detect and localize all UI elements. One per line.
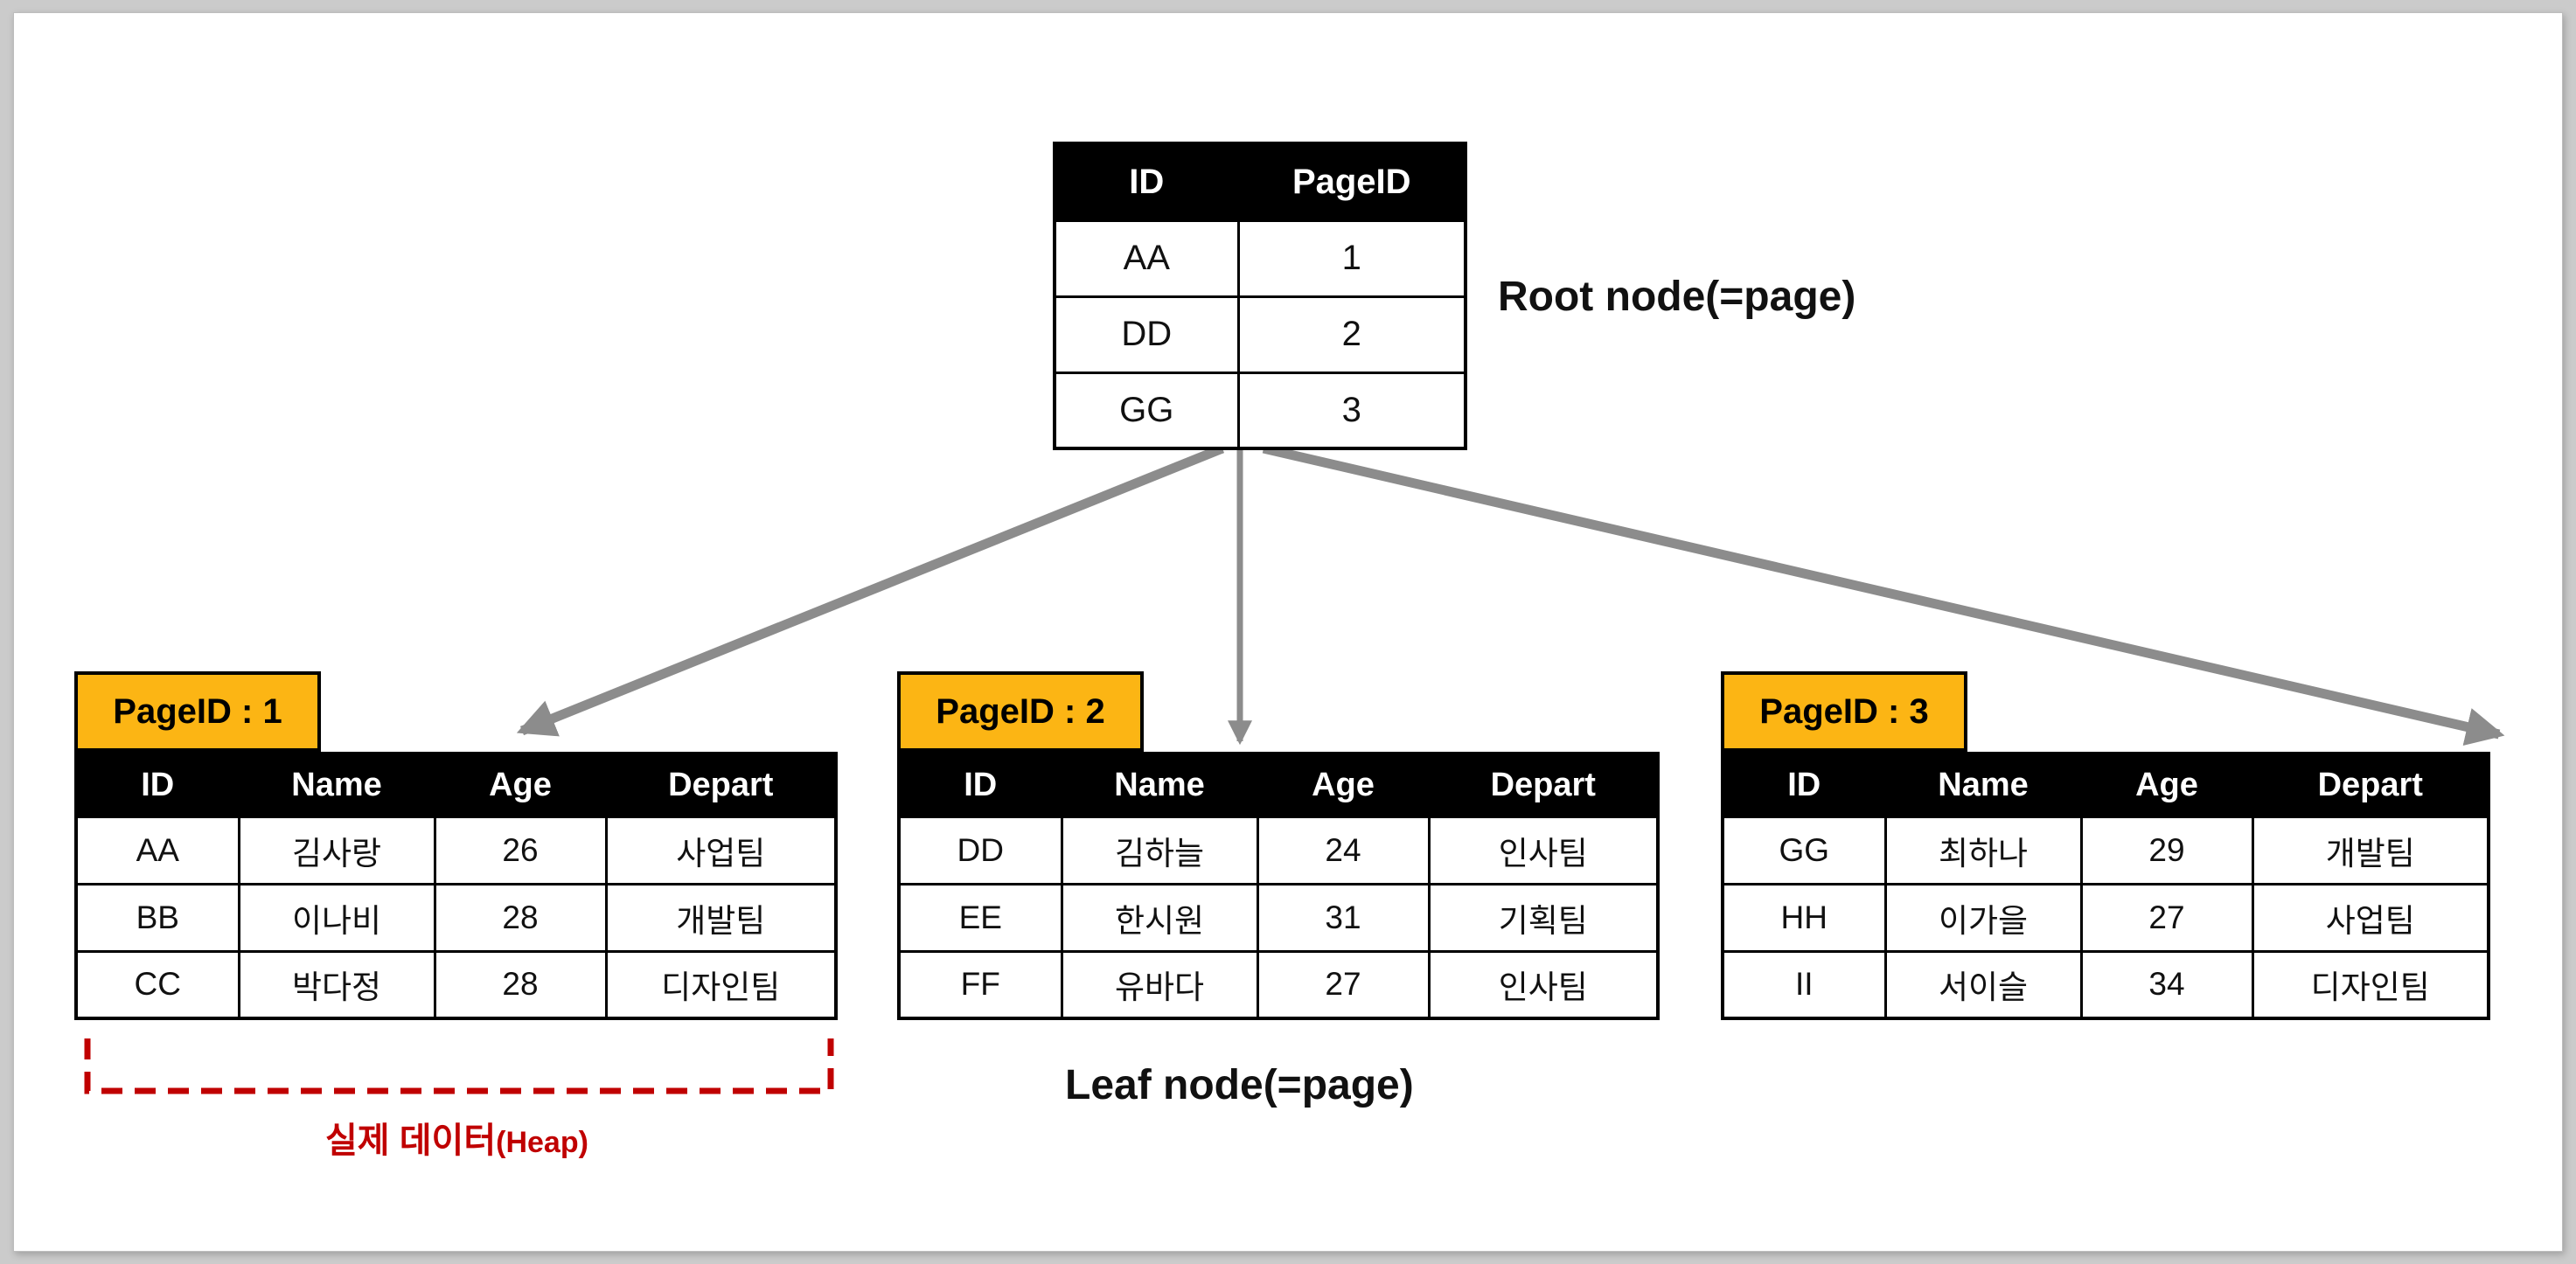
table-cell: 서이슬 xyxy=(1883,949,2083,1020)
table-cell: AA xyxy=(74,815,240,885)
leaf-table-page2: ID Name Age Depart DD 김하늘 24 인사팀 EE 한시원 … xyxy=(897,752,1660,1020)
table-cell: 김사랑 xyxy=(237,815,436,885)
table-cell: 인사팀 xyxy=(1427,949,1660,1020)
table-cell: 디자인팀 xyxy=(2251,949,2490,1020)
table-row: EE 한시원 31 기획팀 xyxy=(897,882,1660,953)
table-cell: GG xyxy=(1721,815,1887,885)
table-cell: 2 xyxy=(1236,295,1467,374)
table-cell: 29 xyxy=(2079,815,2254,885)
table-cell: 최하나 xyxy=(1883,815,2083,885)
table-cell: 한시원 xyxy=(1060,882,1259,953)
table-header-row: ID Name Age Depart xyxy=(897,752,1660,818)
table-cell: BB xyxy=(74,882,240,953)
column-header: Depart xyxy=(2251,752,2490,818)
table-cell: 34 xyxy=(2079,949,2254,1020)
table-row: AA 김사랑 26 사업팀 xyxy=(74,815,838,885)
heap-annotation: 실제 데이터(Heap) xyxy=(325,1112,588,1163)
table-header-row: ID PageID xyxy=(1053,142,1467,222)
table-row: GG 최하나 29 개발팀 xyxy=(1721,815,2490,885)
table-row: AA 1 xyxy=(1053,219,1467,298)
column-header: Age xyxy=(2079,752,2254,818)
table-row: DD 2 xyxy=(1053,295,1467,374)
pageid-1-badge: PageID : 1 xyxy=(74,671,321,752)
leaf-table-page3: ID Name Age Depart GG 최하나 29 개발팀 HH 이가을 … xyxy=(1721,752,2490,1020)
column-header: Depart xyxy=(604,752,838,818)
table-cell: 31 xyxy=(1256,882,1431,953)
table-cell: 박다정 xyxy=(237,949,436,1020)
table-cell: 개발팀 xyxy=(604,882,838,953)
table-cell: 기획팀 xyxy=(1427,882,1660,953)
column-header: Name xyxy=(237,752,436,818)
column-header: Age xyxy=(1256,752,1431,818)
table-cell: 이가을 xyxy=(1883,882,2083,953)
table-row: HH 이가을 27 사업팀 xyxy=(1721,882,2490,953)
column-header: ID xyxy=(74,752,240,818)
table-cell: HH xyxy=(1721,882,1887,953)
table-row: II 서이슬 34 디자인팀 xyxy=(1721,949,2490,1020)
table-cell: DD xyxy=(1053,295,1240,374)
pageid-2-badge: PageID : 2 xyxy=(897,671,1144,752)
pageid-3-badge: PageID : 3 xyxy=(1721,671,1967,752)
table-cell: CC xyxy=(74,949,240,1020)
table-cell: 26 xyxy=(433,815,608,885)
table-cell: 디자인팀 xyxy=(604,949,838,1020)
column-header: ID xyxy=(1053,142,1240,222)
table-cell: 개발팀 xyxy=(2251,815,2490,885)
table-row: GG 3 xyxy=(1053,371,1467,450)
column-header: ID xyxy=(897,752,1063,818)
table-cell: 27 xyxy=(2079,882,2254,953)
table-cell: AA xyxy=(1053,219,1240,298)
column-header: PageID xyxy=(1236,142,1467,222)
table-cell: EE xyxy=(897,882,1063,953)
table-header-row: ID Name Age Depart xyxy=(74,752,838,818)
table-row: CC 박다정 28 디자인팀 xyxy=(74,949,838,1020)
table-cell: 28 xyxy=(433,882,608,953)
table-cell: 3 xyxy=(1236,371,1467,450)
table-row: DD 김하늘 24 인사팀 xyxy=(897,815,1660,885)
column-header: ID xyxy=(1721,752,1887,818)
root-node-table: ID PageID AA 1 DD 2 GG 3 xyxy=(1053,142,1467,450)
table-cell: II xyxy=(1721,949,1887,1020)
table-cell: DD xyxy=(897,815,1063,885)
column-header: Depart xyxy=(1427,752,1660,818)
column-header: Name xyxy=(1060,752,1259,818)
column-header: Age xyxy=(433,752,608,818)
table-header-row: ID Name Age Depart xyxy=(1721,752,2490,818)
root-node-label: Root node(=page) xyxy=(1498,274,1856,320)
table-row: BB 이나비 28 개발팀 xyxy=(74,882,838,953)
table-cell: 사업팀 xyxy=(2251,882,2490,953)
table-cell: 인사팀 xyxy=(1427,815,1660,885)
column-header: Name xyxy=(1883,752,2083,818)
heap-annotation-text: 실제 데이터 xyxy=(325,1122,497,1160)
table-cell: FF xyxy=(897,949,1063,1020)
table-cell: 24 xyxy=(1256,815,1431,885)
leaf-table-page1: ID Name Age Depart AA 김사랑 26 사업팀 BB 이나비 … xyxy=(74,752,838,1020)
table-cell: GG xyxy=(1053,371,1240,450)
heap-annotation-suffix: (Heap) xyxy=(496,1126,588,1159)
table-cell: 28 xyxy=(433,949,608,1020)
table-cell: 유바다 xyxy=(1060,949,1259,1020)
leaf-node-label: Leaf node(=page) xyxy=(1065,1062,1414,1108)
table-cell: 사업팀 xyxy=(604,815,838,885)
table-cell: 이나비 xyxy=(237,882,436,953)
table-cell: 김하늘 xyxy=(1060,815,1259,885)
table-row: FF 유바다 27 인사팀 xyxy=(897,949,1660,1020)
table-cell: 27 xyxy=(1256,949,1431,1020)
table-cell: 1 xyxy=(1236,219,1467,298)
